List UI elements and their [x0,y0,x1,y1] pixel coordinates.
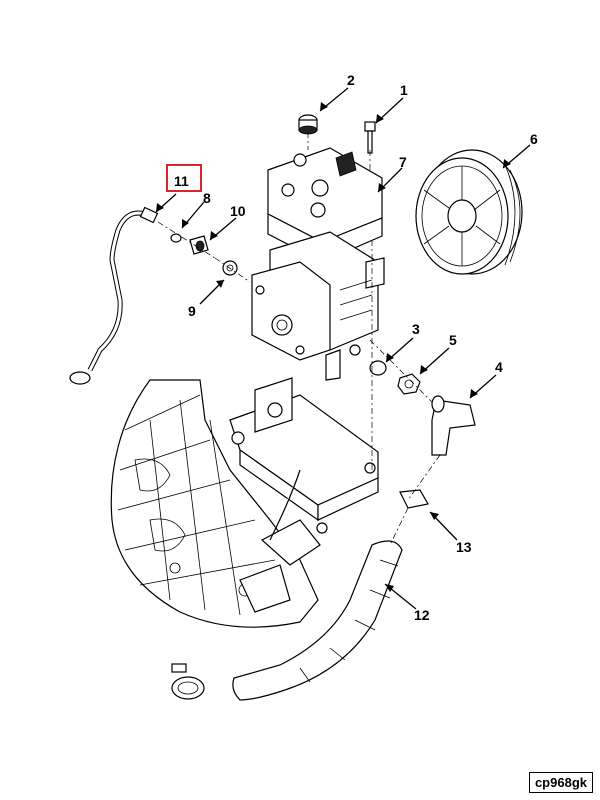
callout-leaders [155,87,531,610]
callout-10: 10 [230,203,246,219]
callout-7: 7 [399,154,407,170]
callout-8: 8 [203,190,211,206]
callout-12: 12 [414,607,430,623]
callout-5: 5 [449,332,457,348]
mounting-bracket [229,377,379,613]
callout-6: 6 [530,131,538,147]
part-4-elbow [431,395,476,456]
callout-13: 13 [456,539,472,555]
alignment-lines [157,132,441,546]
callout-9: 9 [188,303,196,319]
callout-11: 11 [174,173,189,189]
air-compressor [251,147,385,381]
callout-3: 3 [412,321,420,337]
figure-code-label: cp968gk [528,772,593,793]
pulley [415,149,523,275]
part-11-tube [69,206,159,385]
part-3-oring [369,360,387,376]
part-10-fitting [189,235,209,255]
callout-11-highlight [166,164,202,192]
part-13-clip [399,489,429,509]
part-8-washer [170,233,182,243]
part-2-plug [298,114,318,135]
part-5-nut [397,373,421,395]
callout-1: 1 [400,82,408,98]
part-1-bolt [364,121,376,154]
callout-2: 2 [347,72,355,88]
part-12-hose [171,540,403,701]
callout-labels: 1 2 3 4 5 6 7 8 9 10 11 12 13 [174,72,538,623]
callout-4: 4 [495,359,503,375]
